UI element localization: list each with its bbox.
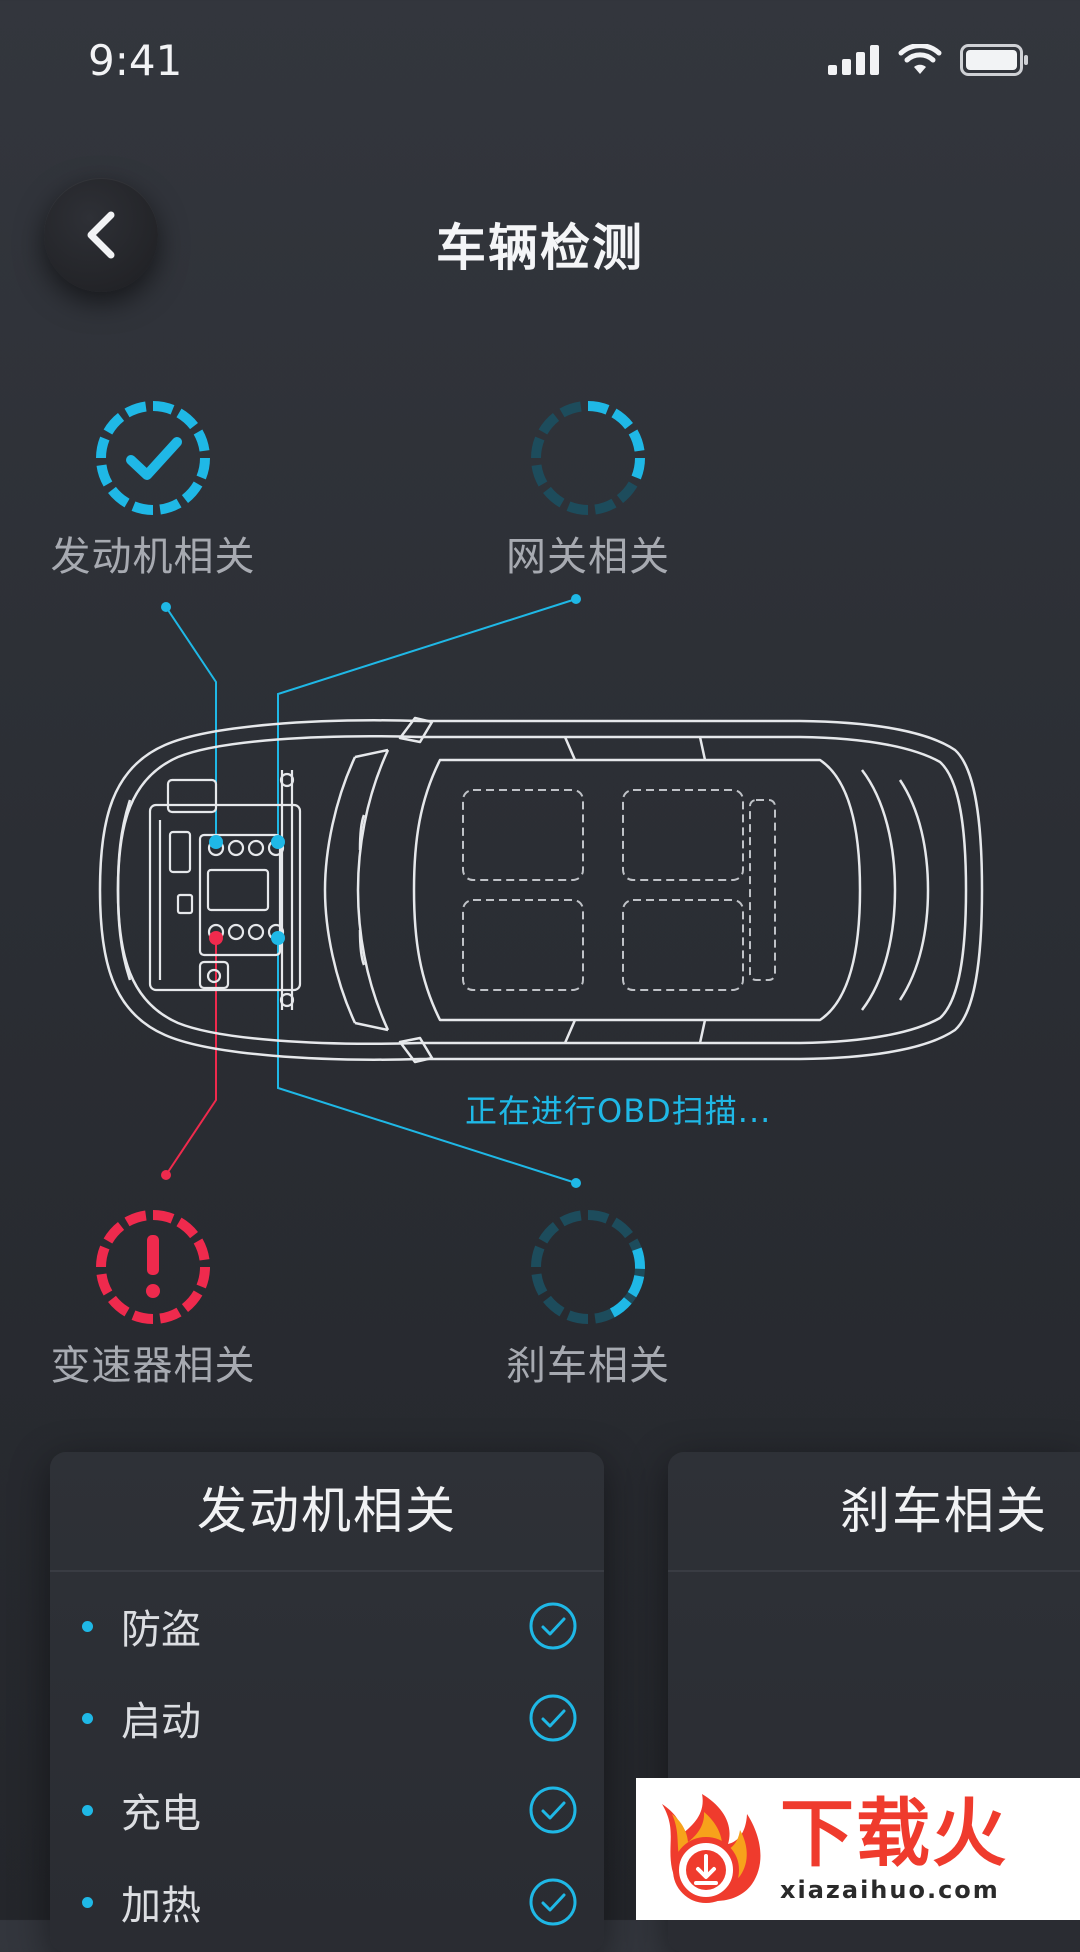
- bullet-dot: [82, 1804, 93, 1816]
- bullet-dot: [82, 1712, 93, 1724]
- status-icons: [828, 44, 1030, 76]
- car-outline: [98, 716, 984, 1064]
- category-gateway[interactable]: 网关相关: [458, 398, 718, 582]
- battery-icon: [960, 44, 1028, 76]
- check-circle-icon: [529, 1694, 577, 1742]
- list-item: 充电: [50, 1764, 604, 1856]
- check-circle-icon: [529, 1602, 577, 1650]
- watermark-url: xiazaihuo.com: [780, 1876, 1000, 1904]
- list-item: 防盗: [50, 1580, 604, 1672]
- category-brake[interactable]: 刹车相关: [458, 1207, 718, 1391]
- card-engine: 发动机相关 防盗 启动 充电 加热: [50, 1452, 604, 1952]
- loading-ring-icon: [531, 401, 645, 515]
- seats: [462, 789, 776, 991]
- category-label: 刹车相关: [506, 1343, 670, 1389]
- bullet-dot: [82, 1620, 93, 1632]
- scan-status: 正在进行OBD扫描...: [465, 1092, 772, 1130]
- chevron-left-icon: [87, 211, 115, 259]
- status-time: 9:41: [88, 36, 183, 85]
- warning-circle-icon: [96, 1210, 210, 1324]
- wifi-icon: [898, 44, 942, 74]
- category-label: 变速器相关: [50, 1343, 256, 1389]
- category-label: 网关相关: [506, 534, 670, 580]
- watermark: 下载火 xiazaihuo.com: [636, 1778, 1080, 1920]
- car-diagram: [98, 594, 984, 1188]
- list-item: 启动: [50, 1672, 604, 1764]
- list-item: 加热: [50, 1856, 604, 1948]
- bullet-dot: [82, 1896, 93, 1908]
- category-transmission[interactable]: 变速器相关: [23, 1207, 283, 1391]
- signal-icon: [828, 45, 879, 75]
- category-label: 发动机相关: [50, 534, 256, 580]
- item-label: 防盗: [121, 1607, 201, 1653]
- item-label: 充电: [121, 1791, 201, 1837]
- category-engine[interactable]: 发动机相关: [23, 398, 283, 582]
- hotspots: [209, 835, 285, 945]
- card-title: 刹车相关: [668, 1452, 1080, 1572]
- check-circle-icon: [529, 1786, 577, 1834]
- connector-lines: [161, 594, 581, 1188]
- watermark-brand: 下载火: [780, 1791, 1008, 1877]
- flame-download-logo: [662, 1794, 761, 1903]
- engine-bay: [148, 770, 302, 1010]
- page-title: 车辆检测: [436, 219, 644, 277]
- item-label: 加热: [121, 1883, 201, 1929]
- check-circle-icon: [96, 401, 210, 515]
- card-title: 发动机相关: [50, 1452, 604, 1572]
- back-button[interactable]: [44, 178, 158, 292]
- item-label: 启动: [121, 1699, 201, 1745]
- loading-ring-icon: [531, 1210, 645, 1324]
